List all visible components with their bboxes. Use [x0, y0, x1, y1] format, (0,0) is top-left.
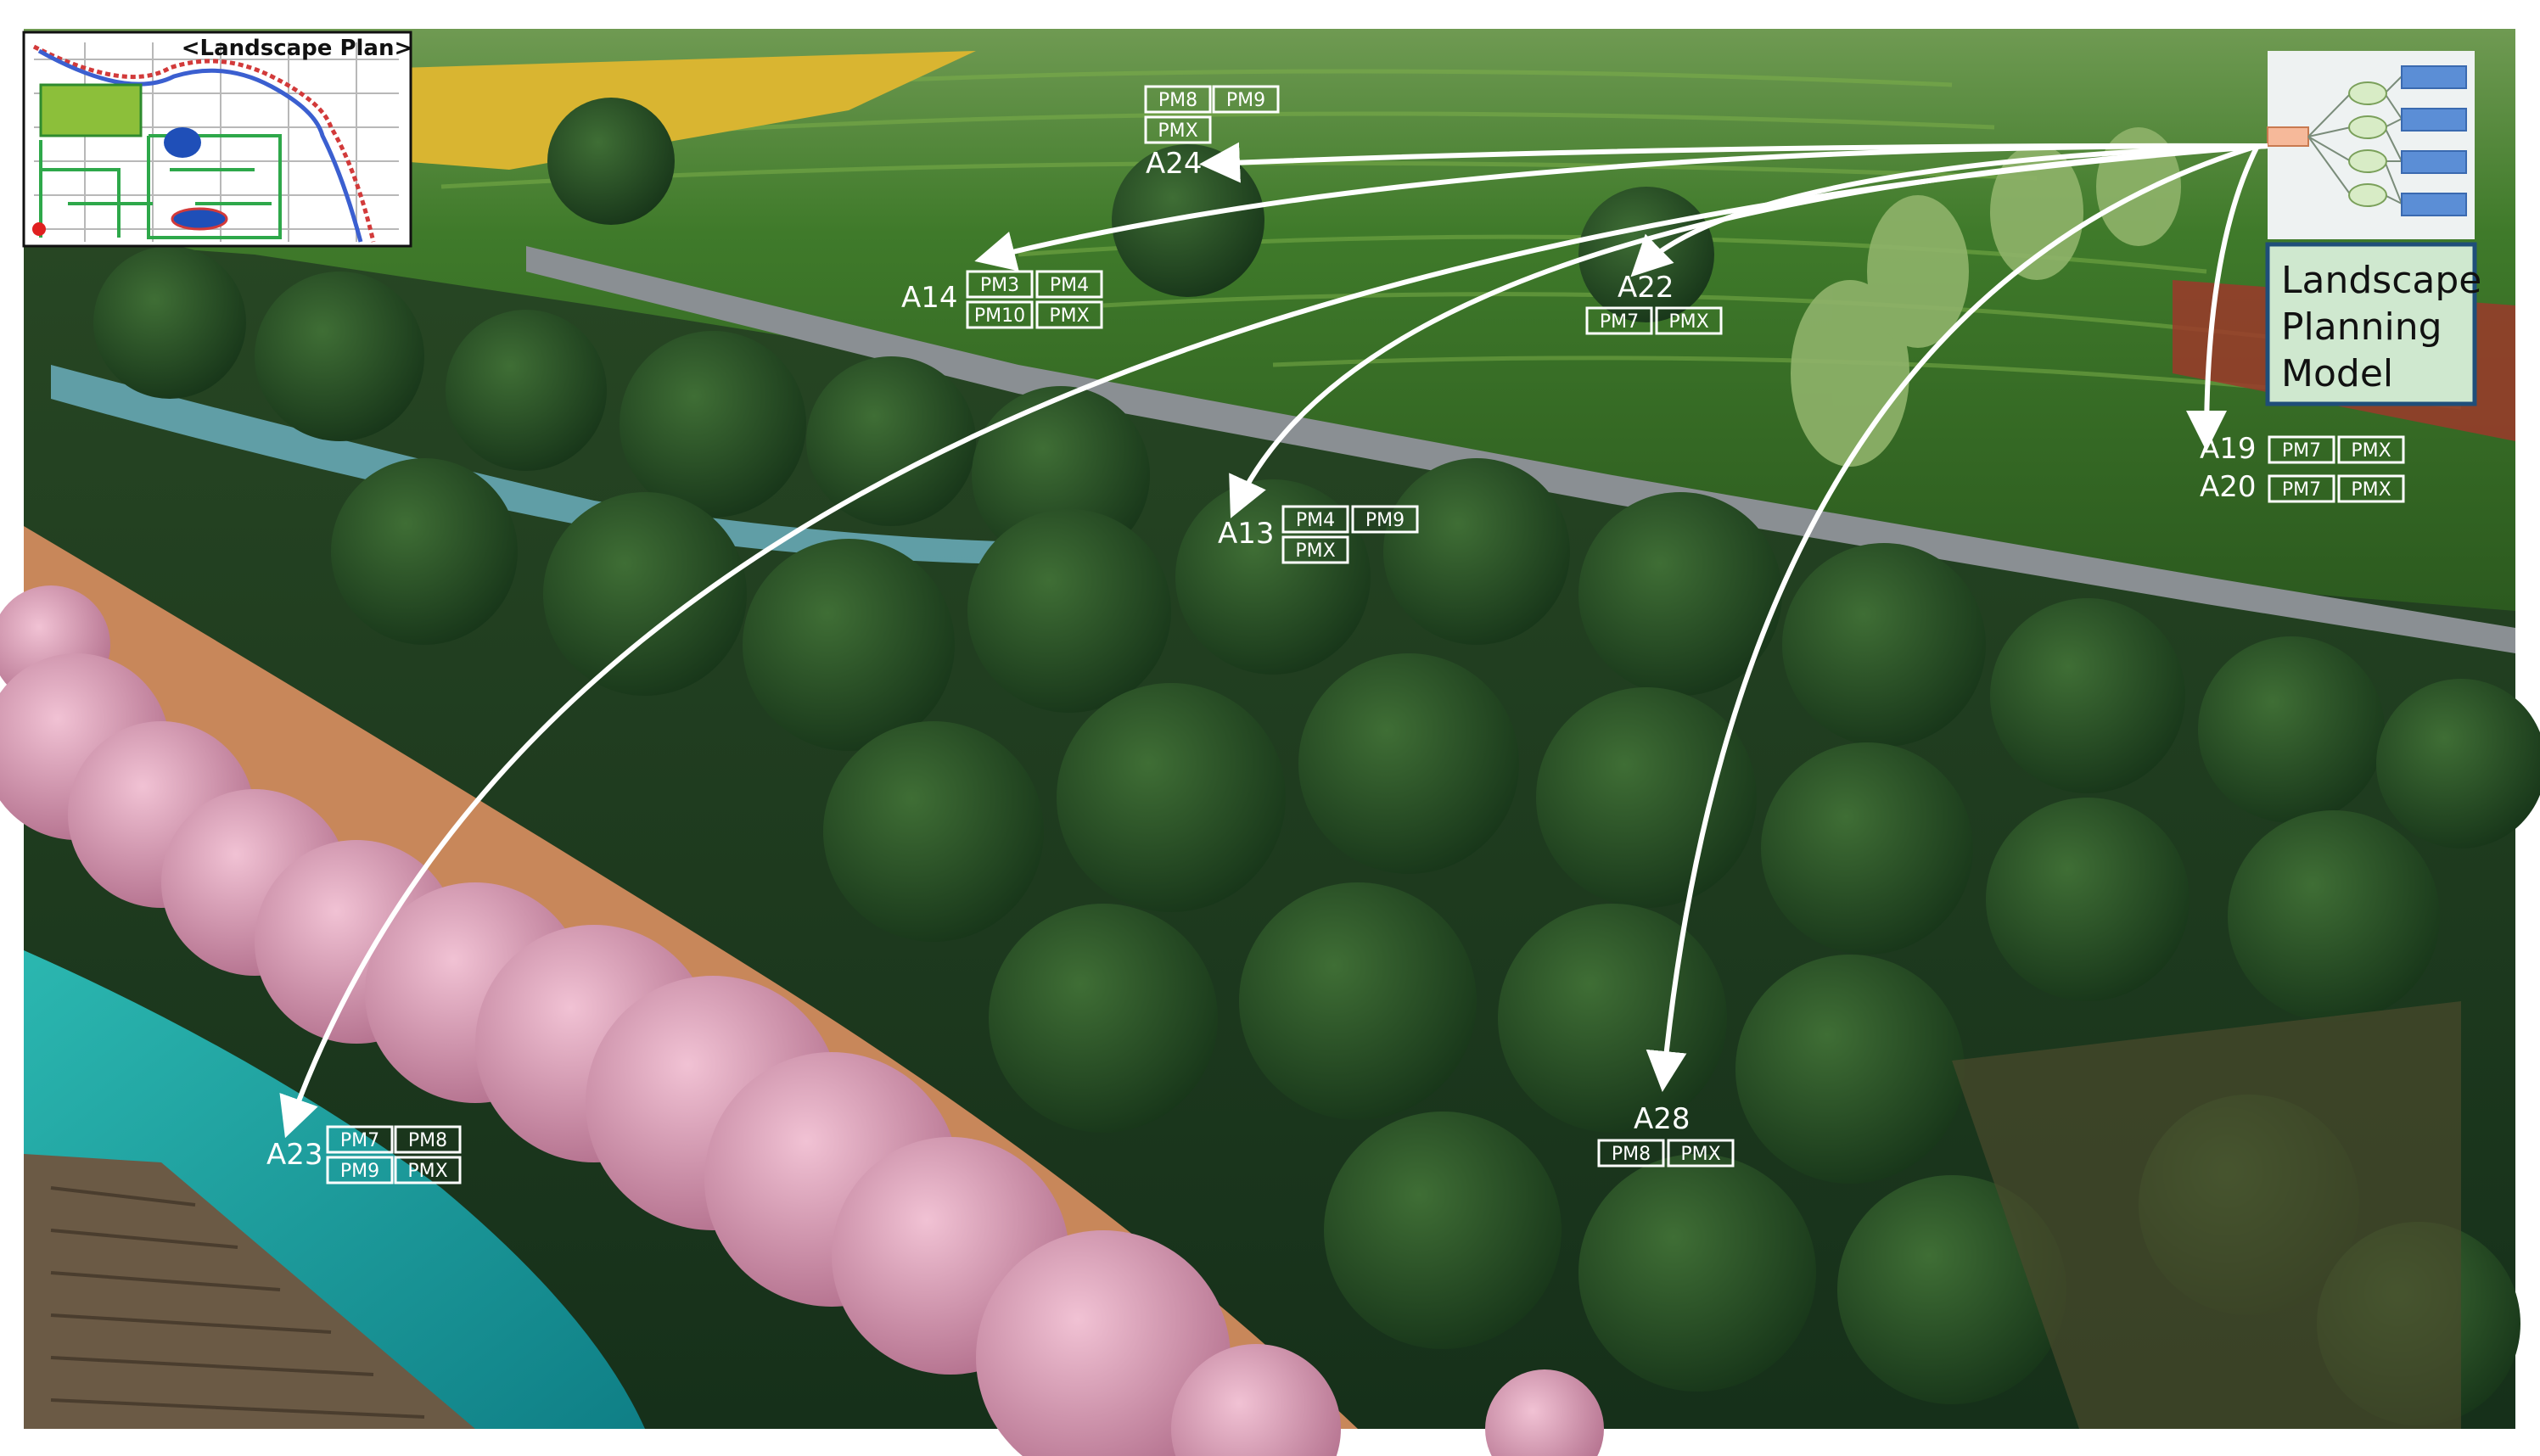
forest-canopy [93, 98, 2540, 1425]
area-a14: A14 PM3 PM4 PM10 PMX [901, 270, 1103, 329]
area-a19: A19 PM7 PMX [2200, 432, 2405, 466]
tag-pm9: PM9 [340, 1161, 379, 1182]
cherry-blossom-trees [0, 585, 1604, 1456]
flower-field [399, 51, 976, 170]
tag-pmx: PMX [407, 1161, 447, 1182]
tag-pm4: PM4 [1296, 510, 1335, 531]
tag-pm3: PM3 [980, 275, 1019, 296]
model-label-line2: Planning [2281, 305, 2442, 349]
area-a13: A13 PM4 PM9 PMX [1218, 505, 1419, 564]
area-label: A22 [1618, 271, 1674, 305]
area-label: A23 [266, 1138, 323, 1172]
tag-pmx: PMX [1049, 305, 1089, 327]
inset-title: <Landscape Plan> [182, 36, 413, 61]
area-label: A13 [1218, 517, 1275, 551]
plan-pond-2 [171, 207, 228, 231]
model-label-box [2265, 242, 2477, 406]
arrow-a23 [279, 143, 2268, 1139]
tag-pmx: PMX [2351, 440, 2391, 462]
tag-pm8: PM8 [408, 1130, 447, 1151]
tag-pm8: PM8 [1158, 90, 1197, 111]
area-label: A19 [2200, 432, 2257, 466]
area-a28: A28 PM8 PMX [1597, 1102, 1735, 1168]
arrow-a22 [1630, 143, 2268, 277]
tag-pmx: PMX [1680, 1144, 1720, 1165]
landscape-plan-inset: <Landscape Plan> [22, 31, 413, 248]
tag-pm4: PM4 [1050, 275, 1089, 296]
area-a22: A22 PM7 PMX [1585, 271, 1723, 335]
arrow-a14 [974, 143, 2268, 272]
tag-pm7: PM7 [2282, 440, 2321, 462]
tag-pmx: PMX [2351, 479, 2391, 501]
tag-pm8: PM8 [1612, 1144, 1651, 1165]
tag-pm7: PM7 [2282, 479, 2321, 501]
area-label: A14 [901, 281, 958, 315]
landscape-planning-model: Landscape Planning Model [2265, 51, 2481, 406]
area-a24: PM8 PM9 PMX A24 [1144, 85, 1280, 181]
tag-pm7: PM7 [340, 1130, 379, 1151]
tag-pmx: PMX [1295, 540, 1335, 562]
area-a20: A20 PM7 PMX [2200, 470, 2405, 504]
tag-pm9: PM9 [1365, 510, 1405, 531]
arrow-a28 [1646, 143, 2258, 1092]
tag-pm7: PM7 [1600, 311, 1639, 333]
area-a23: A23 PM7 PM8 PM9 PMX [266, 1125, 462, 1184]
connection-arrows [279, 142, 2268, 1139]
tag-pmx: PMX [1668, 311, 1708, 333]
wetland [1952, 1001, 2461, 1429]
arrow-a19 [2186, 144, 2260, 451]
area-label: A20 [2200, 470, 2257, 504]
area-label: A28 [1634, 1102, 1691, 1136]
plan-lawn [39, 83, 143, 137]
boardwalk [24, 1154, 475, 1429]
road [526, 246, 2515, 653]
tag-pm9: PM9 [1226, 90, 1265, 111]
tag-pm10: PM10 [974, 305, 1025, 327]
model-label-line1: Landscape [2281, 259, 2481, 302]
area-label: A24 [1146, 147, 1203, 181]
plan-pond-1 [164, 127, 201, 158]
model-label-line3: Model [2281, 352, 2393, 395]
tag-pmx: PMX [1158, 120, 1197, 142]
